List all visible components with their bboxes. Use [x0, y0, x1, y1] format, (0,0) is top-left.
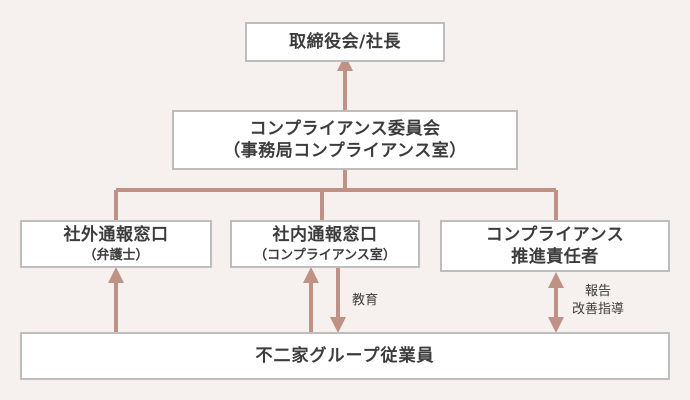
internal-desk-title: 社内通報窓口 — [272, 224, 378, 245]
internal-desk-box: 社内通報窓口 （コンプライアンス室） — [230, 220, 420, 268]
report-label: 報告 — [585, 284, 612, 299]
education-label: 教育 — [352, 293, 379, 308]
guidance-label: 改善指導 — [572, 301, 625, 317]
officer-box: コンプライアンス 推進責任者 — [440, 220, 670, 272]
committee-box: コンプライアンス委員会 （事務局コンプライアンス室） — [172, 110, 518, 170]
employees-title: 不二家グループ従業員 — [255, 345, 435, 366]
officer-subtitle: 推進責任者 — [511, 247, 599, 267]
board-title: 取締役会/社長 — [289, 31, 401, 52]
external-desk-title: 社外通報窓口 — [63, 224, 169, 245]
external-desk-box: 社外通報窓口 （弁護士） — [20, 220, 212, 268]
committee-title: コンプライアンス委員会 — [249, 118, 441, 139]
report-guidance-label: 報告 改善指導 — [572, 283, 624, 318]
employees-box: 不二家グループ従業員 — [20, 332, 670, 380]
external-desk-subtitle: （弁護士） — [83, 247, 149, 263]
internal-desk-subtitle: （コンプライアンス室） — [254, 247, 396, 263]
committee-subtitle: （事務局コンプライアンス室） — [223, 141, 467, 161]
board-box: 取締役会/社長 — [245, 22, 445, 62]
officer-title: コンプライアンス — [485, 224, 625, 245]
